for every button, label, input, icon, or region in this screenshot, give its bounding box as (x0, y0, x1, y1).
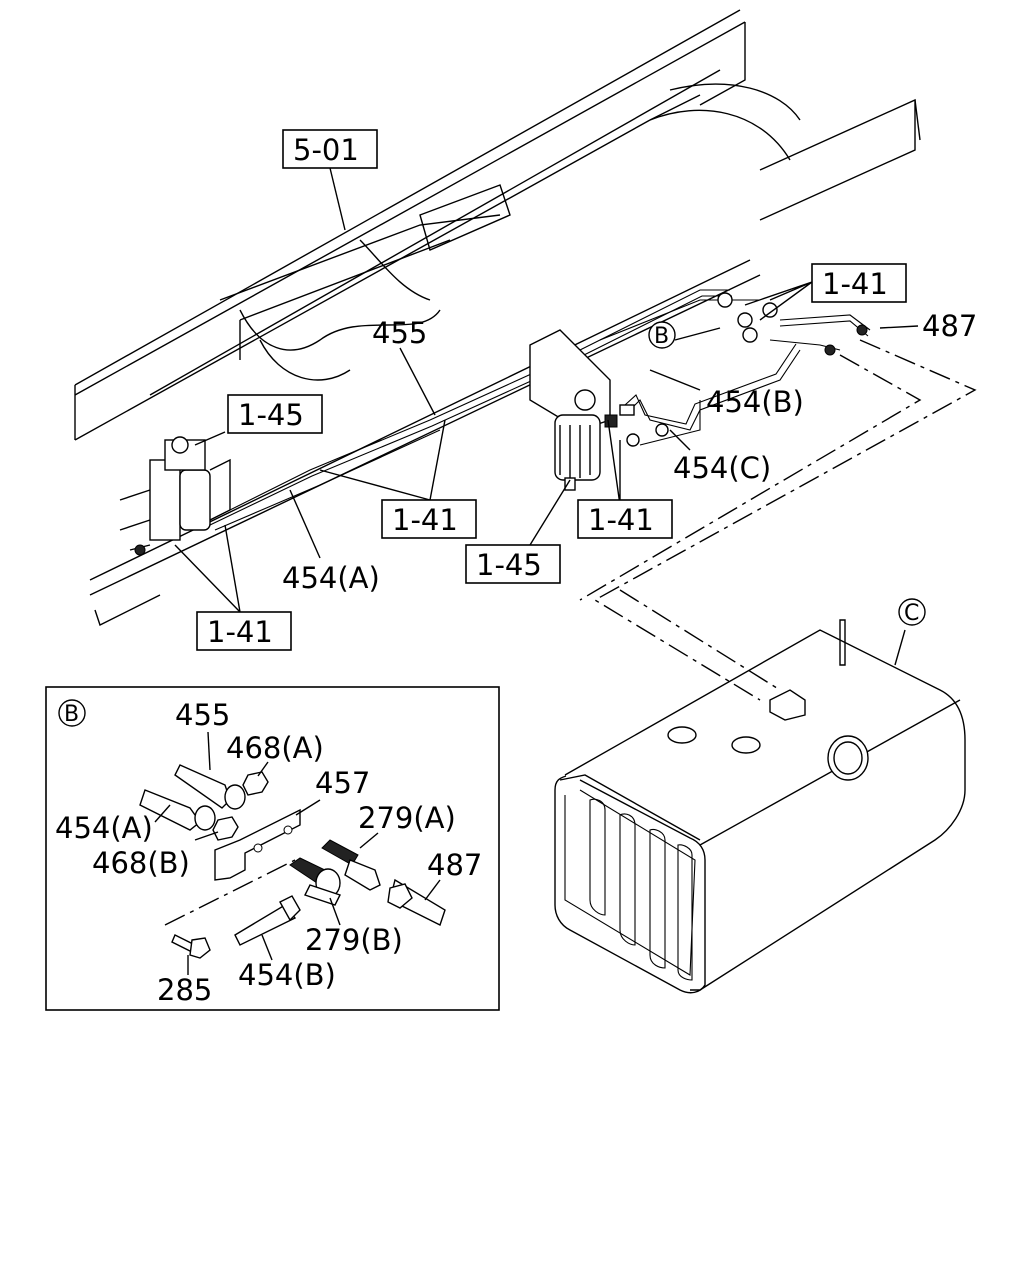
detail-label-454a: 454(A) (55, 811, 153, 845)
detail-label-487: 487 (427, 848, 482, 882)
chassis-frame (74, 9, 921, 626)
label-454a: 454(A) (282, 561, 380, 595)
label-1-41-bottom-left: 1-41 (196, 611, 292, 651)
detail-b-inset: B (45, 686, 500, 1011)
svg-text:5-01: 5-01 (293, 133, 359, 167)
detail-label-285: 285 (157, 973, 212, 1007)
detail-b-marker: B (58, 699, 86, 727)
svg-text:B: B (654, 324, 669, 349)
label-1-41-top-right: 1-41 (811, 263, 907, 303)
svg-text:1-41: 1-41 (207, 615, 273, 649)
center-fuel-filter-assembly (529, 329, 635, 491)
label-454b: 454(B) (706, 385, 804, 419)
label-454c: 454(C) (673, 451, 771, 485)
detail-label-454b: 454(B) (238, 958, 336, 992)
label-5-01: 5-01 (282, 129, 378, 169)
detail-label-468b: 468(B) (92, 846, 190, 880)
svg-text:1-41: 1-41 (588, 503, 654, 537)
svg-text:B: B (64, 702, 79, 727)
detail-label-279a: 279(A) (358, 801, 456, 835)
leader-lines (174, 167, 919, 666)
detail-label-279b: 279(B) (305, 923, 403, 957)
svg-text:1-45: 1-45 (238, 398, 304, 432)
label-487: 487 (922, 309, 977, 343)
routing-dash-lines (579, 339, 977, 701)
fuel-tank (554, 619, 966, 994)
detail-label-455: 455 (175, 698, 230, 732)
right-joint-cluster (626, 292, 868, 447)
svg-text:1-41: 1-41 (392, 503, 458, 537)
svg-text:1-45: 1-45 (476, 548, 542, 582)
detail-label-457: 457 (315, 766, 370, 800)
callout-c-marker: C (898, 598, 926, 626)
svg-text:C: C (904, 601, 919, 626)
label-1-41-right-center: 1-41 (577, 499, 673, 539)
label-1-41-center: 1-41 (381, 499, 477, 539)
svg-text:1-41: 1-41 (822, 267, 888, 301)
label-1-45-center: 1-45 (465, 544, 561, 584)
label-1-45-left: 1-45 (227, 394, 323, 434)
left-fuel-filter-assembly (119, 436, 231, 556)
label-455: 455 (372, 316, 427, 350)
detail-label-468a: 468(A) (226, 731, 324, 765)
callout-b-marker: B (648, 321, 676, 349)
